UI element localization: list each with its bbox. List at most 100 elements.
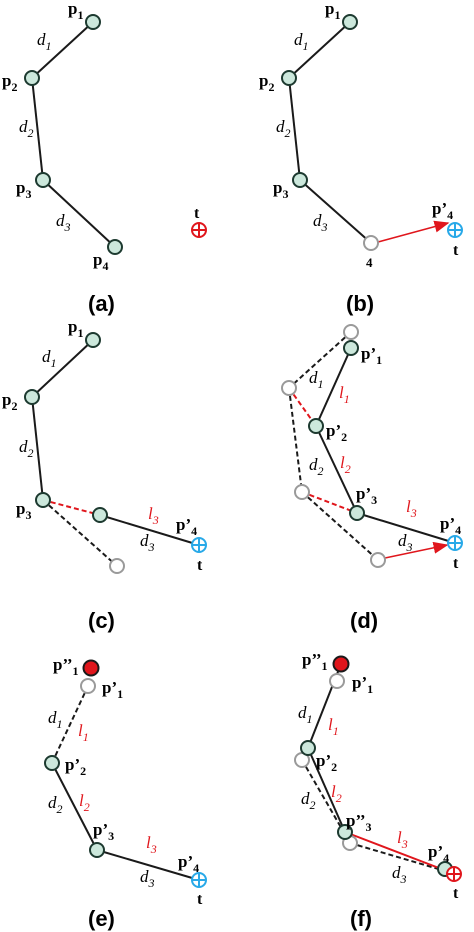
label-d3: d3 xyxy=(313,211,328,234)
dashed-red xyxy=(42,499,101,516)
label-d2: d2 xyxy=(301,789,316,812)
label-l1: l1 xyxy=(339,383,350,406)
caption-b: (b) xyxy=(346,291,374,316)
joint-p1 xyxy=(85,332,101,348)
joint-p4 xyxy=(107,239,123,255)
joint-p1 xyxy=(85,14,101,30)
joint-p1-dprime xyxy=(332,655,350,673)
label-p3: p3 xyxy=(273,178,288,201)
label-t: t xyxy=(197,891,203,908)
caption-e: (e) xyxy=(88,906,115,931)
label-p1-dprime: p’’1 xyxy=(302,650,328,673)
caption-d: (d) xyxy=(350,608,378,633)
label-d1: d1 xyxy=(309,368,324,391)
label-p1-prime: p’1 xyxy=(361,344,382,367)
label-t: t xyxy=(453,555,459,572)
caption-f: (f) xyxy=(350,906,372,931)
label-l1: l1 xyxy=(328,715,339,738)
label-p4-prime: p’4 xyxy=(440,514,461,537)
label-p2: p2 xyxy=(2,71,17,94)
label-p4-prime: p’4 xyxy=(428,842,449,865)
joint-p3 xyxy=(292,172,308,188)
label-p4-prime: p’4 xyxy=(176,515,197,538)
ghost-p4 xyxy=(109,558,125,574)
joint-p3 xyxy=(35,492,51,508)
caption-c: (c) xyxy=(88,608,115,633)
segment-p2-p3 xyxy=(288,77,301,181)
label-l2: l2 xyxy=(331,782,342,805)
target-t-blue xyxy=(447,535,463,551)
label-d1: d1 xyxy=(37,30,52,53)
segment-2 xyxy=(315,425,358,514)
segment-1 xyxy=(315,347,352,427)
joint-p1 xyxy=(342,14,358,30)
dashed-black xyxy=(42,499,118,567)
label-p1: p1 xyxy=(68,317,83,340)
joint-p2-dprime xyxy=(300,740,316,756)
label-l2: l2 xyxy=(340,453,351,476)
segment-new-p4 xyxy=(99,514,200,546)
label-p1: p1 xyxy=(68,0,83,22)
segment-p1-p2 xyxy=(31,21,94,79)
joint-p3-prime xyxy=(349,505,365,521)
ghost-p3 xyxy=(294,484,310,500)
joint-p3-dprime xyxy=(337,824,353,840)
label-d2: d2 xyxy=(276,117,291,140)
label-p1-prime: p’1 xyxy=(352,673,373,696)
segment-3 xyxy=(356,512,456,544)
segment-p1-p2 xyxy=(288,21,351,79)
caption-a: (a) xyxy=(88,291,115,316)
ghost-p4 xyxy=(370,552,386,568)
label-d3: d3 xyxy=(140,531,155,554)
label-t: t xyxy=(453,242,459,259)
joint-p2-prime xyxy=(44,755,60,771)
label-l3: l3 xyxy=(148,504,159,527)
label-four: 4 xyxy=(366,255,373,270)
label-d1: d1 xyxy=(42,347,57,370)
target-t xyxy=(191,222,207,238)
joint-p2 xyxy=(24,70,40,86)
joint-p3 xyxy=(35,172,51,188)
label-d3: d3 xyxy=(140,867,155,890)
label-d2: d2 xyxy=(48,793,63,816)
target-t-blue xyxy=(447,222,463,238)
segment-2 xyxy=(51,762,98,851)
label-l1: l1 xyxy=(78,721,89,744)
ghost-segment-1 xyxy=(288,331,352,389)
label-d2: d2 xyxy=(19,437,34,460)
label-p3: p3 xyxy=(16,499,31,522)
joint-p3-prime xyxy=(89,842,105,858)
panel-a: t p1 p2 p3 p4 d1 d2 d3 (a) xyxy=(2,0,207,316)
label-p4-prime: p’4 xyxy=(178,852,199,875)
label-d2: d2 xyxy=(309,455,324,478)
joint-p1-dprime xyxy=(82,659,100,677)
label-d3: d3 xyxy=(56,211,71,234)
joint-p2-prime xyxy=(308,418,324,434)
label-d1: d1 xyxy=(48,708,63,731)
label-l3: l3 xyxy=(397,828,408,851)
dashed-segment-1 xyxy=(51,685,89,764)
label-p1: p1 xyxy=(325,0,340,22)
target-t-blue xyxy=(191,537,207,553)
segment-p2-p3 xyxy=(31,396,44,501)
segment-p3-p4 xyxy=(299,179,372,244)
ghost-segment-2 xyxy=(288,387,303,493)
segment-3 xyxy=(96,849,200,881)
panel-b: p’4 t 4 p1 p2 p3 d1 d2 d3 (b) xyxy=(259,0,463,316)
label-p3-prime: p’3 xyxy=(356,484,377,507)
joint-p1-prime xyxy=(343,340,359,356)
dashed-red-2 xyxy=(301,491,358,514)
label-t: t xyxy=(453,885,459,902)
label-d1: d1 xyxy=(298,703,313,726)
ghost-p2 xyxy=(281,380,297,396)
ghost-p1 xyxy=(343,324,359,340)
segment-p1-p2 xyxy=(31,339,94,398)
label-p3-prime: p’3 xyxy=(93,820,114,843)
label-p2-prime: p’2 xyxy=(316,751,337,774)
label-d1: d1 xyxy=(294,30,309,53)
label-t: t xyxy=(197,557,203,574)
segment-2 xyxy=(307,747,346,833)
label-l2: l2 xyxy=(79,791,90,814)
label-p4: p4 xyxy=(93,250,108,273)
label-p3-dprime: p’’3 xyxy=(346,811,372,834)
